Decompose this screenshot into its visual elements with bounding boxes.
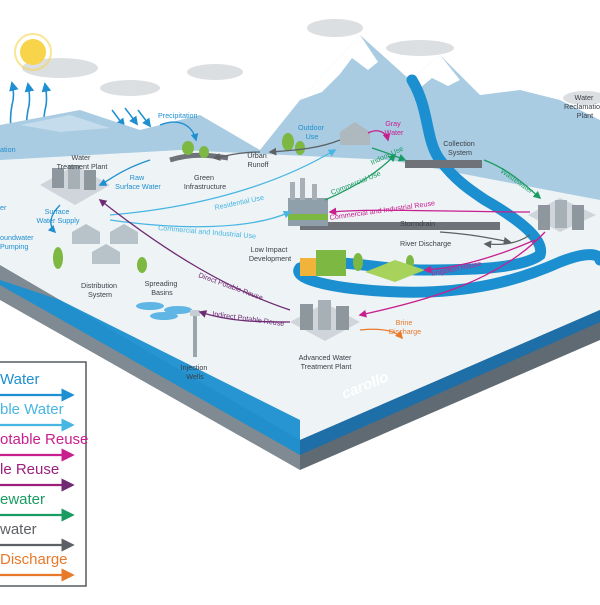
- commercial-use-arrow: [324, 153, 397, 201]
- indirect-potable-reuse-arrow: [198, 310, 291, 323]
- commercial-industrial-reuse-arrow: [328, 207, 531, 216]
- water-treatment-plant-icon: [40, 165, 110, 205]
- water-treatment-plant-label: Water Treatment Plant: [57, 153, 108, 171]
- legend-items: Water ble Water otable Reuse le Reuse ewater…: [0, 371, 88, 582]
- legend-label: ewater: [0, 491, 45, 508]
- surface-water-supply-label: Surface Water Supply: [37, 207, 80, 225]
- raw-surface-water-label: Raw Surface Water: [115, 173, 161, 191]
- stormwater-to-collection-arrow: [268, 139, 341, 156]
- legend-label: otable Reuse: [0, 431, 88, 448]
- raw-surface-water-arrow: [98, 159, 151, 186]
- flow-arrows: [47, 121, 546, 340]
- gray-water-arrow: [367, 130, 391, 142]
- green-infrastructure-label: Green Infrastructure: [184, 173, 226, 191]
- legend-label: le Reuse: [0, 461, 59, 478]
- river-discharge-label: River Discharge: [400, 239, 451, 248]
- stormdrain-arrow: [439, 231, 512, 245]
- irrigation-reuse-arrow: [423, 239, 536, 274]
- surface-supply-arrow: [47, 204, 61, 234]
- industrial-factory-icon: [288, 178, 328, 226]
- river-discharge-arrow: [483, 234, 531, 249]
- stormdrain-label: Stormdrain: [400, 219, 435, 228]
- spreading-basins-icon: [136, 302, 192, 320]
- precipitation-label: Precipitation: [158, 111, 198, 120]
- advanced-water-treatment-plant-icon: [290, 300, 360, 341]
- injection-wells-label: Injection Wells: [181, 363, 210, 381]
- residential-use-arrow: [109, 149, 337, 216]
- brine-discharge-arrow: [359, 328, 404, 340]
- legend: Water ble Water otable Reuse le Reuse ewater…: [0, 361, 88, 587]
- distribution-system-label: Distribution System: [81, 281, 119, 299]
- reclamation-to-awtp-arrow: [358, 231, 546, 318]
- precipitation-left-label: ation: [0, 145, 16, 154]
- houses-icon: [72, 224, 138, 264]
- legend-label: ble Water: [0, 401, 64, 418]
- legend-label: Discharge: [0, 551, 68, 568]
- injection-well-icon: [190, 310, 200, 357]
- advanced-water-treatment-plant-label: Advanced Water Treatment Plant: [299, 353, 354, 371]
- collection-system-label: Collection System: [443, 139, 477, 157]
- brine-discharge-label: Brine Discharge: [389, 318, 421, 336]
- direct-potable-reuse-arrow: [98, 199, 291, 311]
- low-impact-building-icon: [300, 250, 346, 276]
- left-edge-label: er: [0, 203, 7, 212]
- outdoor-indoor-house-icon: [340, 122, 370, 145]
- legend-label: Water: [0, 371, 39, 388]
- clouds: [22, 19, 600, 105]
- groundwater-pumping-label: oundwater Pumping: [0, 233, 36, 251]
- irrigation-field-icon: [365, 260, 425, 282]
- wastewater-arrow: [483, 159, 542, 200]
- precipitation-arrow: [159, 121, 199, 142]
- water-reclamation-plant-label: Water Reclamation Plant: [564, 93, 600, 120]
- legend-label: water: [0, 521, 37, 538]
- urban-runoff-label: Urban Runoff: [247, 151, 269, 169]
- gray-water-label: Gray Water: [385, 119, 405, 137]
- outdoor-use-label: Outdoor Use: [298, 123, 326, 141]
- water-reclamation-plant-icon: [528, 198, 596, 232]
- urban-runoff-arrow: [212, 151, 261, 161]
- spreading-basins-label: Spreading Basins: [145, 279, 180, 297]
- low-impact-development-label: Low Impact Development: [249, 245, 291, 263]
- sun-icon: [14, 33, 52, 71]
- commercial-industrial-use-arrow: [109, 210, 292, 228]
